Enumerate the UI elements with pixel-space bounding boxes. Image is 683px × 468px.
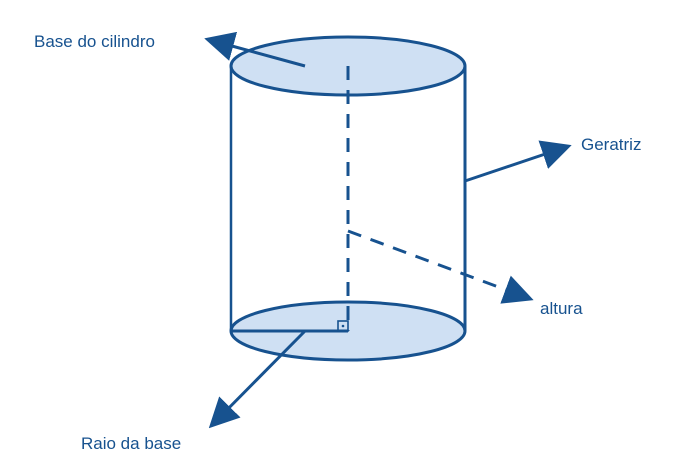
- raio-arrow: [208, 329, 307, 429]
- geratriz-label: Geratriz: [581, 135, 641, 154]
- base-label: Base do cilindro: [34, 32, 155, 51]
- right-angle-marker: [337, 320, 349, 332]
- base-arrow: [204, 31, 306, 68]
- geratriz-arrow: [464, 140, 572, 183]
- raio-label: Raio da base: [81, 434, 181, 453]
- altura-arrow: [347, 229, 534, 304]
- right-angle-dot: [341, 324, 345, 328]
- altura-label: altura: [540, 299, 583, 318]
